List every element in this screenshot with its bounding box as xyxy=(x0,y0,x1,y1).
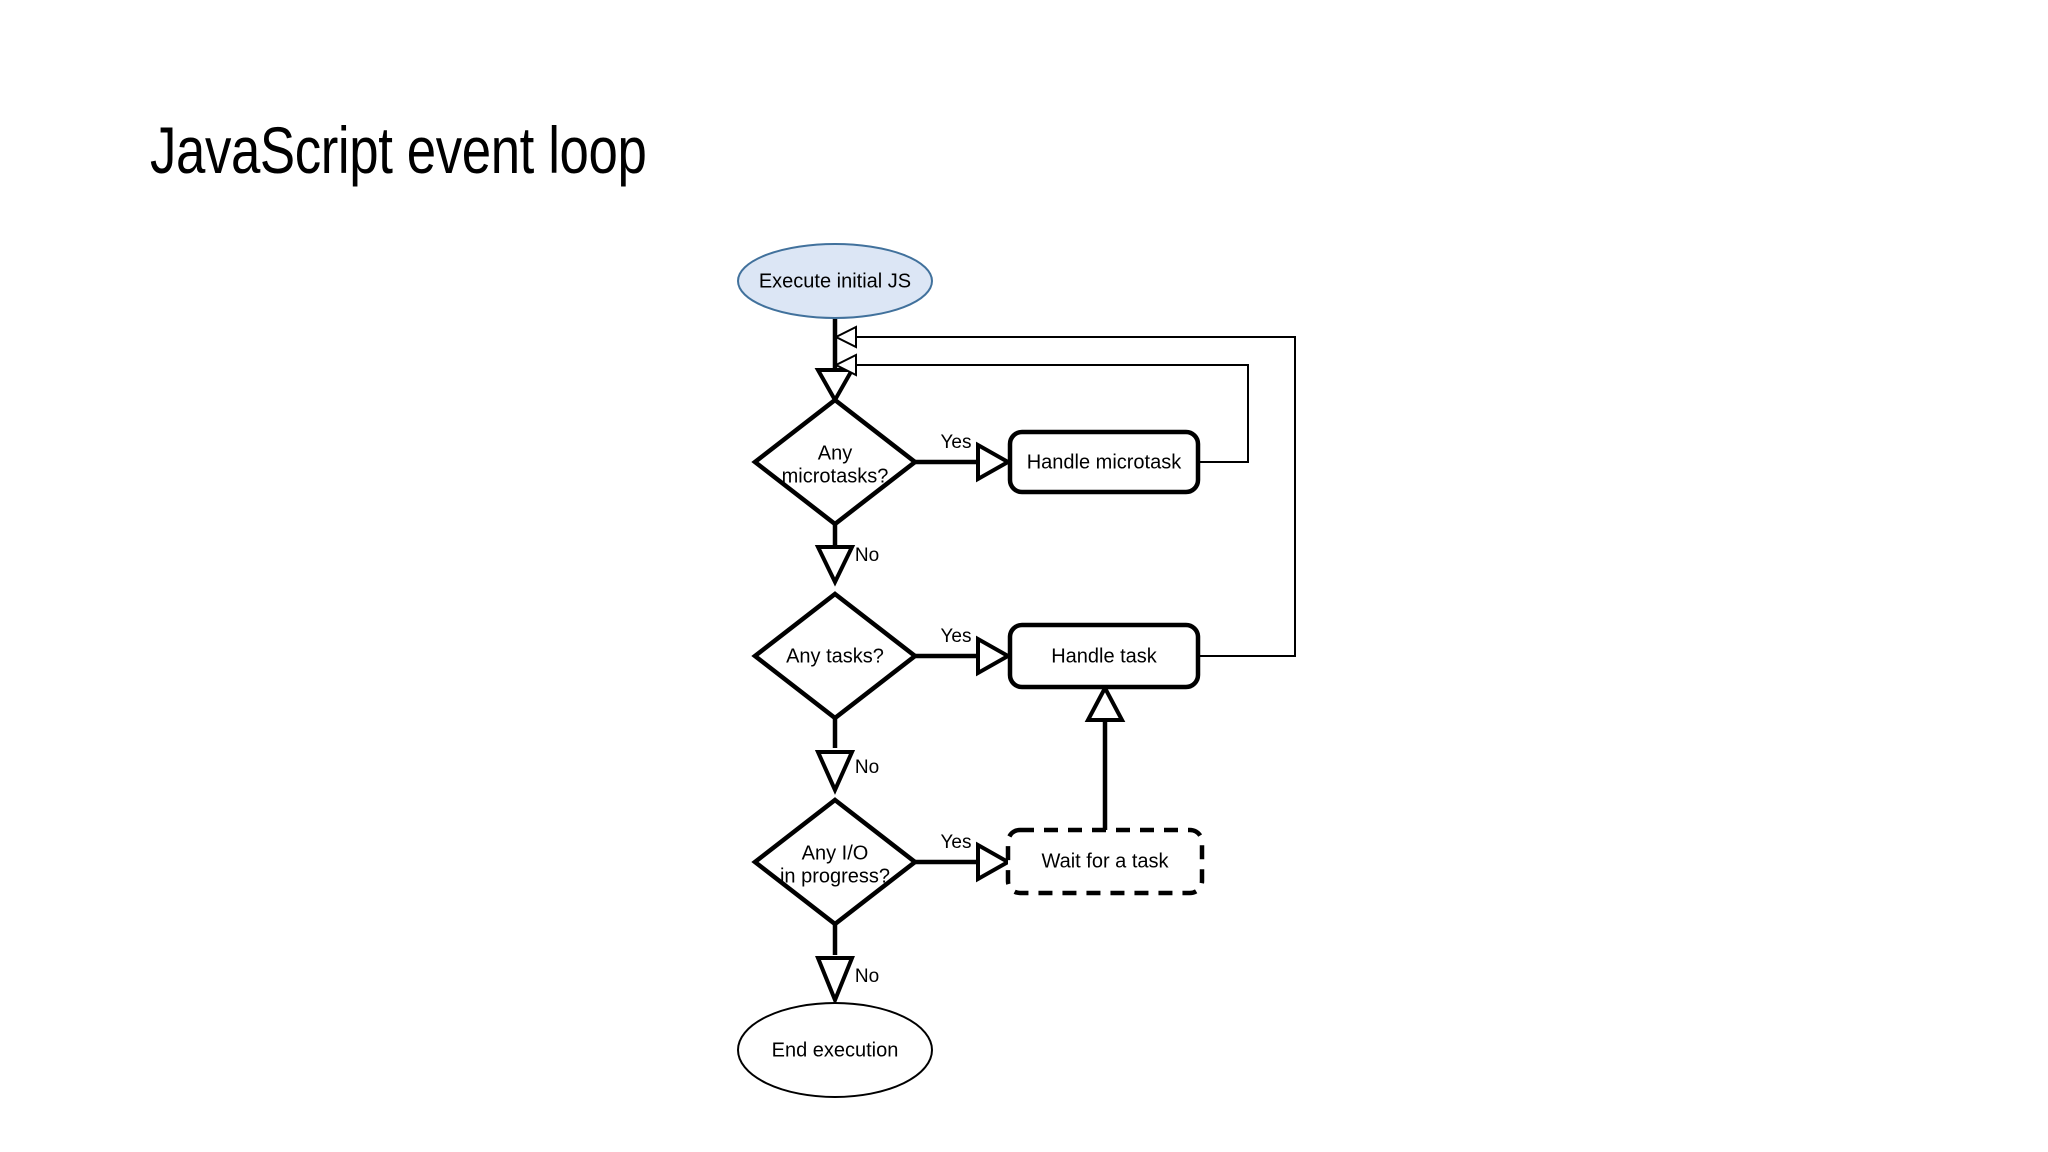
node-label-microtasks-line1: Any xyxy=(818,442,852,464)
edge-tasks-yes: Yes xyxy=(915,626,1013,677)
edge-microtasks-yes: Yes xyxy=(915,432,1013,483)
node-handle-task[interactable]: Handle task xyxy=(1007,622,1201,690)
node-any-tasks[interactable]: Any tasks? xyxy=(751,591,919,721)
edge-start-to-microtasks xyxy=(814,315,856,405)
wait-for-task-box xyxy=(1005,827,1205,896)
edge-io-no: No xyxy=(815,924,879,1006)
edge-label-tasks-no: No xyxy=(855,757,879,778)
node-label-io-line1: Any I/O xyxy=(802,842,869,864)
microtasks-diamond xyxy=(751,397,919,527)
node-any-io[interactable]: Any I/O in progress? xyxy=(751,797,919,927)
edge-label-io-yes: Yes xyxy=(941,832,972,853)
edge-microtasks-no: No xyxy=(814,524,879,587)
tasks-diamond xyxy=(751,591,919,721)
edge-io-yes: Yes xyxy=(915,832,1013,883)
edge-label-microtasks-no: No xyxy=(855,545,879,566)
node-handle-microtask[interactable]: Handle microtask xyxy=(1007,429,1201,495)
node-execute-initial-js[interactable]: Execute initial JS xyxy=(737,243,933,319)
node-label-io-line2: in progress? xyxy=(780,865,890,887)
start-ellipse xyxy=(737,243,933,319)
end-ellipse xyxy=(737,1002,933,1098)
node-label-handle-microtask: Handle microtask xyxy=(1027,451,1183,473)
edge-wait-to-handle-task xyxy=(1084,683,1126,830)
edge-label-io-no: No xyxy=(855,966,879,987)
edge-task-loopback xyxy=(833,325,1296,657)
edge-microtask-loopback xyxy=(833,353,1249,463)
node-any-microtasks[interactable]: Any microtasks? xyxy=(751,397,919,527)
edge-tasks-no: No xyxy=(814,718,879,795)
node-label-any-tasks: Any tasks? xyxy=(786,645,884,667)
handle-task-box xyxy=(1007,622,1201,690)
node-label-microtasks-line2: microtasks? xyxy=(782,465,889,487)
node-label-end: End execution xyxy=(772,1039,899,1061)
edge-label-microtasks-yes: Yes xyxy=(941,432,972,453)
node-label-handle-task: Handle task xyxy=(1051,645,1158,667)
io-diamond xyxy=(751,797,919,927)
edge-label-tasks-yes: Yes xyxy=(941,626,972,647)
node-label-wait-for-task: Wait for a task xyxy=(1041,850,1169,872)
page-title: JavaScript event loop xyxy=(150,113,647,187)
node-label-start: Execute initial JS xyxy=(759,270,911,292)
node-end-execution[interactable]: End execution xyxy=(737,1002,933,1098)
node-wait-for-task[interactable]: Wait for a task xyxy=(1005,827,1205,896)
handle-microtask-box xyxy=(1007,429,1201,495)
